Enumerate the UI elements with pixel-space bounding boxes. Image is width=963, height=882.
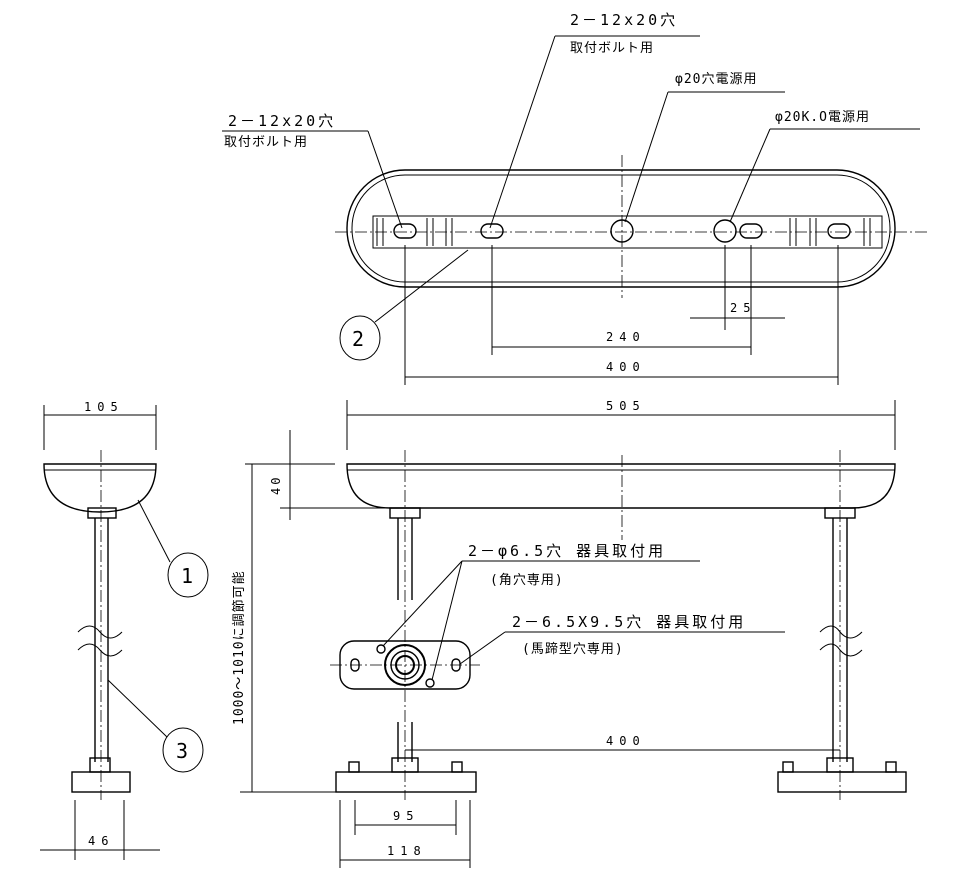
label-center-hole: φ20穴電源用 bbox=[675, 72, 757, 87]
label-slot-holes-sub: (馬蹄型穴専用) bbox=[522, 641, 624, 657]
plate-hole-top bbox=[376, 644, 386, 654]
label-left-holes: 2－12x20穴 bbox=[228, 112, 336, 130]
leader-part-2 bbox=[374, 249, 469, 323]
right-break-1 bbox=[819, 625, 863, 639]
right-break-2 bbox=[819, 643, 863, 657]
leader-part-1 bbox=[137, 499, 171, 563]
side-break-2 bbox=[77, 643, 123, 657]
plate-hole-bottom bbox=[425, 678, 435, 688]
side-bowl bbox=[43, 463, 157, 513]
side-view: 105 46 1 3 bbox=[40, 400, 209, 860]
leader-mount-hole-1 bbox=[382, 560, 463, 647]
slot-marks-right bbox=[789, 218, 871, 246]
right-base-bolt-1 bbox=[782, 761, 794, 773]
dim-400-top: 400 bbox=[606, 360, 646, 374]
leader-left-holes bbox=[367, 130, 403, 229]
left-base-bolt-1 bbox=[348, 761, 360, 773]
dim-105: 105 bbox=[84, 400, 124, 414]
part-marker-2-text: 2 bbox=[352, 327, 364, 351]
plate-slot-right bbox=[451, 658, 461, 672]
label-ko-hole: φ20K.O電源用 bbox=[775, 110, 870, 125]
leader-ko-hole bbox=[729, 128, 771, 223]
dim-25: 25 bbox=[730, 301, 756, 315]
leader-part-3 bbox=[107, 679, 168, 738]
dim-40: 40 bbox=[269, 475, 283, 495]
plate-slot-left bbox=[350, 658, 360, 672]
part-marker-1 bbox=[167, 552, 209, 598]
front-bowl bbox=[346, 463, 896, 509]
dim-46: 46 bbox=[88, 834, 114, 848]
part-marker-1-text: 1 bbox=[181, 564, 193, 588]
side-base-hub bbox=[89, 757, 111, 773]
part-marker-3-text: 3 bbox=[176, 739, 188, 763]
label-mid-holes-sub: 取付ボルト用 bbox=[570, 41, 654, 56]
left-base bbox=[335, 771, 477, 793]
left-base-bolt-2 bbox=[451, 761, 463, 773]
dim-118: 118 bbox=[387, 844, 427, 858]
part-marker-3 bbox=[162, 727, 204, 773]
right-base-bolt-2 bbox=[885, 761, 897, 773]
label-slot-holes: 2－6.5X9.5穴 器具取付用 bbox=[512, 613, 746, 631]
dim-505: 505 bbox=[606, 399, 646, 413]
slot-hole-mid-left bbox=[480, 223, 504, 239]
power-hole-center bbox=[610, 219, 634, 243]
top-view-inner-outline bbox=[351, 174, 891, 283]
leader-slot-holes bbox=[459, 631, 506, 665]
slot-hole-left bbox=[393, 223, 417, 239]
dim-400-front: 400 bbox=[606, 734, 646, 748]
front-view: 505 40 1000～1010に調節可能 bbox=[232, 399, 907, 868]
right-base bbox=[777, 771, 907, 793]
label-left-holes-sub: 取付ボルト用 bbox=[224, 135, 308, 150]
part-marker-2 bbox=[339, 315, 381, 361]
dim-240: 240 bbox=[606, 330, 646, 344]
leader-mount-hole-2 bbox=[431, 560, 463, 681]
label-mount-holes-sub: (角穴専用) bbox=[490, 573, 564, 588]
label-mount-holes: 2－φ6.5穴 器具取付用 bbox=[468, 542, 666, 560]
leader-center-hole bbox=[624, 91, 669, 223]
dim-95: 95 bbox=[393, 809, 419, 823]
dim-height: 1000～1010に調節可能 bbox=[232, 570, 247, 725]
side-collar bbox=[87, 507, 117, 519]
label-mid-holes: 2－12x20穴 bbox=[570, 11, 678, 29]
slot-hole-right bbox=[827, 223, 851, 239]
right-base-hub bbox=[826, 757, 854, 773]
side-break-1 bbox=[77, 625, 123, 639]
slot-marks-left bbox=[376, 218, 453, 246]
top-view-outline bbox=[346, 169, 896, 288]
left-base-hub bbox=[391, 757, 419, 773]
leader-mid-holes bbox=[489, 35, 556, 229]
slot-hole-mid-right bbox=[739, 223, 763, 239]
top-view: 2－12x20穴 取付ボルト用 2－12x20穴 取付ボルト用 φ20穴電源用 … bbox=[222, 11, 930, 385]
ko-hole bbox=[713, 219, 737, 243]
